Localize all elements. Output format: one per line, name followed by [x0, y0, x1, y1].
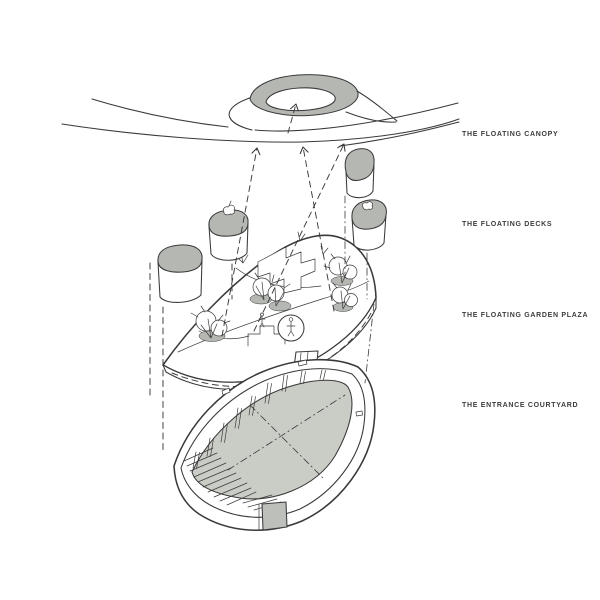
label-floating-decks: THE FLOATING DECKS: [462, 221, 553, 228]
view-arrows: [221, 143, 346, 337]
view-arrow: [299, 146, 335, 312]
view-arrow: [221, 147, 261, 337]
floor-axis-lines: [227, 394, 346, 481]
label-floating-canopy: THE FLOATING CANOPY: [462, 131, 559, 138]
canopy-oculus-ring: [249, 74, 359, 117]
entrance-courtyard-sketch: [173, 358, 376, 531]
stairs: [183, 447, 282, 511]
deck-cylinder: [208, 200, 249, 261]
human-figure: [286, 317, 296, 337]
rim-notches: [221, 359, 363, 417]
label-entrance-courtyard: THE ENTRANCE COURTYARD: [462, 402, 579, 409]
deck-cylinder: [344, 148, 375, 199]
deck-cylinder: [157, 244, 203, 303]
human-figure: [258, 312, 266, 328]
courtyard-floor: [191, 379, 353, 500]
courtyard-wall-rim: [180, 368, 366, 518]
label-floating-garden-plaza: THE FLOATING GARDEN PLAZA: [462, 312, 589, 319]
sight-line-arrow: [287, 103, 299, 134]
deck-cylinder: [351, 199, 387, 251]
shrub-sketch: [235, 231, 329, 264]
tree: [249, 272, 292, 312]
floating-decks-sketch: [157, 148, 387, 303]
tree: [323, 253, 358, 286]
floating-canopy-sketch: [61, 74, 460, 147]
tree: [331, 282, 358, 312]
view-arrow: [253, 143, 346, 332]
projection-lines: [149, 195, 375, 453]
entrance-door: [261, 501, 288, 531]
